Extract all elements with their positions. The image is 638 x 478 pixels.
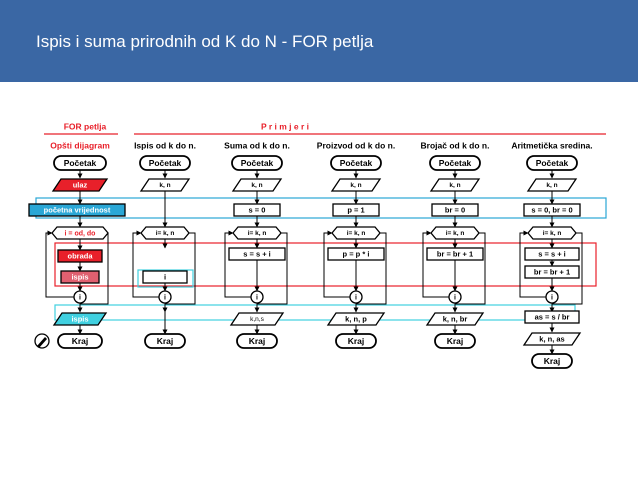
example-2-output: k,n,s [250, 316, 264, 323]
example-2-start: Početak [241, 158, 274, 168]
example-5-title: Aritmetička sredina. [511, 140, 592, 150]
example-2-init: s = 0 [249, 205, 266, 214]
example-2-body-1: s = s + i [243, 249, 271, 258]
example-3-body-1: p = p * i [343, 249, 370, 258]
example-4-body-1: br = br + 1 [437, 249, 473, 258]
body-row-highlight [54, 242, 597, 287]
example-5-loop-back [519, 230, 546, 298]
example-3-init: p = 1 [347, 205, 364, 214]
general-loop-exit [77, 233, 109, 313]
general-start: Početak [64, 158, 97, 168]
general-loop: i = od, do [65, 230, 96, 237]
general-input-shape [51, 178, 109, 192]
example-3-loop: i= k, n [347, 230, 366, 237]
output-row-highlight [54, 304, 576, 321]
example-1-loop-back [132, 230, 159, 298]
example-3-start: Početak [340, 158, 373, 168]
example-5-loop: i= k, n [543, 230, 562, 237]
general-print-out-shape [52, 312, 108, 326]
example-3-loop-exit [353, 232, 387, 313]
general-print-out: ispis [71, 314, 88, 323]
example-5-output-shape [522, 332, 582, 346]
example-3-end: Kraj [348, 336, 365, 346]
example-4-end-shape [434, 333, 476, 349]
example-2-loop: i= k, n [248, 230, 267, 237]
example-3-end-shape [335, 333, 377, 349]
example-3-loop-back [323, 230, 350, 298]
example-4-title: Brojač od k do n. [421, 140, 490, 150]
example-1-loop: i= k, n [156, 230, 175, 237]
slide-header [0, 0, 638, 82]
example-1-connector: i [164, 294, 166, 301]
general-input: ulaz [73, 180, 88, 189]
example-2-loop-back [224, 230, 251, 298]
general-loop-back [45, 230, 74, 298]
example-1-title: Ispis od k do n. [134, 140, 196, 150]
example-5-loop-exit [549, 232, 583, 313]
example-5-input-shape [526, 178, 578, 192]
example-5-output: k, n, as [539, 334, 564, 343]
general-init: početna vrijednost [44, 205, 111, 214]
example-5-init: s = 0, br = 0 [531, 205, 572, 214]
general-end-shape [57, 333, 103, 349]
example-5-connector: i [551, 294, 553, 301]
example-3-output-shape [326, 312, 386, 326]
example-3-output: k, n, p [345, 314, 367, 323]
general-init-shape [28, 203, 126, 217]
example-4-init: br = 0 [445, 205, 465, 214]
example-4-output-shape [425, 312, 485, 326]
example-5-start: Početak [536, 158, 569, 168]
example-5-body-2: br = br + 1 [534, 267, 570, 276]
example-1-end-shape [144, 333, 186, 349]
example-5-body-1: s = s + i [538, 249, 566, 258]
example-4-end: Kraj [447, 336, 464, 346]
example-1-start: Početak [149, 158, 182, 168]
example-2-output-shape [229, 312, 285, 326]
example-3-input-shape [330, 178, 382, 192]
example-2-loop-exit [254, 232, 288, 313]
example-3-input: k, n [350, 182, 361, 189]
example-4-loop: i= k, n [446, 230, 465, 237]
example-4-input-shape [429, 178, 481, 192]
example-2-title: Suma od k do n. [224, 140, 290, 150]
example-2-connector: i [256, 294, 258, 301]
example-2-input: k, n [251, 182, 262, 189]
example-1-body-1: i [164, 272, 166, 281]
example-1-loop-exit [162, 232, 196, 313]
examples-heading: P r i m j e r i [261, 121, 309, 131]
example-4-connector: i [454, 294, 456, 301]
slide-title: Ispis i suma prirodnih od K do N - FOR p… [36, 32, 374, 51]
general-end: Kraj [72, 336, 89, 346]
general-title: Opšti dijagram [50, 140, 110, 150]
example-5-calc: as = s / br [535, 312, 570, 321]
example-1-input-shape [139, 178, 191, 192]
example-2-end-shape [236, 333, 278, 349]
example-3-title: Proizvod od k do n. [317, 140, 395, 150]
for-loop-heading: FOR petlja [64, 121, 107, 131]
example-5-input: k, n [546, 182, 557, 189]
general-print-in: ispis [71, 272, 88, 281]
example-1-end: Kraj [157, 336, 174, 346]
example-5-end: Kraj [544, 356, 561, 366]
general-process: obrada [67, 251, 93, 260]
example-4-input: k, n [449, 182, 460, 189]
pen-icon [37, 337, 47, 348]
general-connector: i [79, 294, 81, 301]
example-4-output: k, n, br [443, 314, 468, 323]
example-2-end: Kraj [249, 336, 266, 346]
example-3-connector: i [355, 294, 357, 301]
example-4-loop-back [422, 230, 449, 298]
example-4-loop-exit [452, 232, 486, 313]
example-4-start: Početak [439, 158, 472, 168]
example-2-input-shape [231, 178, 283, 192]
example-1-input: k, n [159, 182, 170, 189]
example-5-end-shape [531, 353, 573, 369]
